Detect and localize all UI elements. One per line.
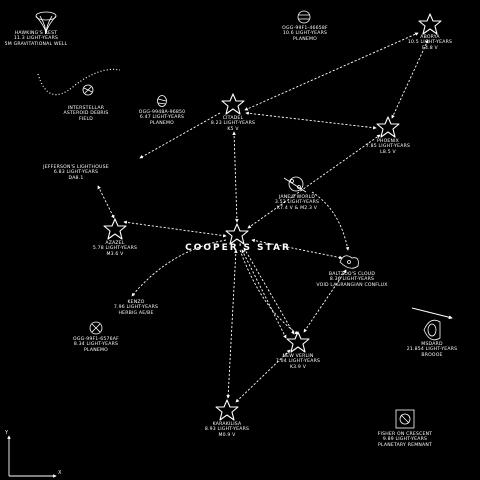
route-janes-baltzo: [311, 191, 350, 251]
route-citadel-phoenix: [245, 111, 377, 130]
axis-indicator: [7, 435, 57, 478]
system-label-jefferson[interactable]: JEFFERSON'S LIGHTHOUSE 6.83 LIGHT-YEARS …: [43, 165, 109, 181]
star-verlin-icon[interactable]: [286, 331, 310, 353]
debris-field-icon[interactable]: [82, 84, 94, 96]
star-cooper-icon[interactable]: [225, 223, 249, 245]
system-label-azazel[interactable]: AZAZEL 5.78 LIGHT-YEARS M3.6 V: [92, 241, 138, 257]
system-name: CITADEL: [222, 116, 244, 121]
landmark-label-planemo-3[interactable]: OGG-99F1-6576AF 8.34 LIGHT-YEARS PLANEMO: [73, 337, 119, 353]
landmark-label-msdard[interactable]: MSDARD 21.854 LIGHT-YEARS BROOOE: [406, 342, 458, 358]
system-label-kenzo[interactable]: KENZO 7.96 LIGHT-YEARS HERBIG AE/BE: [113, 300, 159, 316]
route-cooper-verlin: [243, 247, 295, 335]
landmark-label-fisher[interactable]: FISHER ON CRESCENT 9.89 LIGHT-YEARS PLAN…: [377, 432, 433, 448]
route-azazel-cooper: [123, 220, 227, 238]
janes-world-icon[interactable]: [283, 176, 307, 193]
home-system-label[interactable]: COOPER'S STAR: [185, 243, 291, 253]
hawking-rest-icon[interactable]: [35, 11, 57, 35]
route-citadel-jefferson: [139, 112, 221, 159]
route-cooper-phoenix: [247, 134, 381, 229]
star-azazel-icon[interactable]: [103, 218, 127, 240]
fisher-icon[interactable]: [395, 409, 415, 429]
route-baltzo-verlin: [303, 269, 347, 333]
landmark-label-debris[interactable]: INTERSTELLAR ASTEROID DEBRIS FIELD: [63, 106, 109, 122]
route-jefferson-azazel: [97, 185, 115, 219]
planemo-icon-3[interactable]: [89, 321, 103, 335]
system-label-janes-world[interactable]: JANE'S WORLD 3.52 LIGHT-YEARS K7.4 V & M…: [274, 195, 320, 211]
msdard-arrow: [411, 307, 453, 320]
system-label-new-verlin[interactable]: NEW VERLIN 7.04 LIGHT-YEARS K3.9 V: [275, 354, 321, 370]
system-label-baltzo[interactable]: BALTZOO'S CLOUD 8.36 LIGHT-YEARS VOID LA…: [316, 272, 388, 288]
star-citadel-icon[interactable]: [221, 93, 245, 115]
route-aborya-phoenix: [391, 39, 429, 119]
route-cooper-karakilisa: [226, 249, 238, 399]
system-label-phoenix[interactable]: PHOENIX 7.85 LIGHT-YEARS L8.5 V: [365, 139, 411, 155]
axis-y-label: Y: [4, 430, 9, 436]
route-cooper-baltzo: [251, 238, 343, 260]
axis-x-label: X: [58, 470, 62, 476]
star-phoenix-icon[interactable]: [376, 116, 400, 138]
system-label-citadel[interactable]: CITADEL 8.23 LIGHT-YEARS K5 V: [210, 116, 256, 132]
landmark-label-planemo-1[interactable]: OGG-9948A-96850 6.47 LIGHT-YEARS PLANEMO: [138, 110, 186, 126]
baltzo-cloud-icon[interactable]: [339, 255, 359, 269]
planemo-icon-2[interactable]: [297, 10, 311, 24]
star-karakilisa-icon[interactable]: [215, 399, 239, 421]
route-citadel-cooper: [232, 131, 239, 223]
system-label-karakilisa[interactable]: KARAKILISA 8.93 LIGHT-YEARS M0.9 V: [204, 422, 250, 438]
system-label-aborya[interactable]: ABORYA 10.5 LIGHT-YEARS F4.8 V: [407, 35, 453, 51]
landmark-label-hawking[interactable]: HAWKING'S REST 11.3 LIGHT-YEARS 5M GRAVI…: [4, 31, 68, 47]
route-verlin-karakilisa: [235, 349, 291, 403]
landmark-label-planemo-2[interactable]: OGG-99F1-46658F 10.6 LIGHT-YEARS PLANEMO: [282, 26, 328, 42]
msdard-icon[interactable]: [423, 319, 441, 341]
route-citadel-aborya: [244, 32, 419, 111]
debris-field-arc: [37, 68, 121, 96]
route-cooper-karakilisa-2: [241, 249, 287, 339]
star-aborya-icon[interactable]: [418, 13, 442, 35]
planemo-icon-1[interactable]: [157, 95, 167, 107]
route-cooper-verlin-curve: [239, 249, 299, 335]
